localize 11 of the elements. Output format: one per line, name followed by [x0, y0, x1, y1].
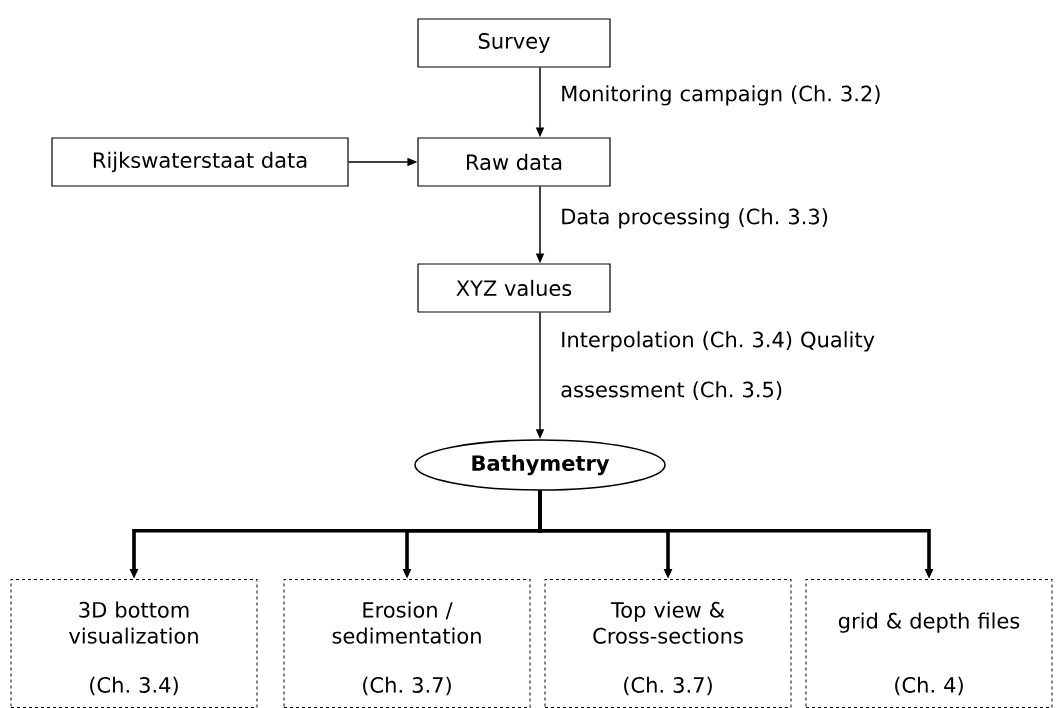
process-box: Rijkswaterstaat data	[51, 137, 349, 187]
product-box: Erosion / sedimentation (Ch. 3.7)	[283, 579, 531, 708]
edge-label: Monitoring campaign (Ch. 3.2)	[562, 85, 880, 106]
process-box: Survey	[417, 18, 611, 68]
product-box: grid & depth files (Ch. 4)	[805, 579, 1053, 708]
product-box: 3D bottom visualization (Ch. 3.4)	[10, 579, 258, 708]
product-box: Top view & Cross-sections (Ch. 3.7)	[544, 579, 792, 708]
edge-label: Interpolation (Ch. 3.4) Quality assessment (Ch. 3.5)	[561, 331, 875, 400]
process-box: XYZ values	[417, 263, 611, 313]
process-box: Raw data	[417, 137, 611, 187]
edge-label: Data processing (Ch. 3.3)	[562, 208, 828, 229]
